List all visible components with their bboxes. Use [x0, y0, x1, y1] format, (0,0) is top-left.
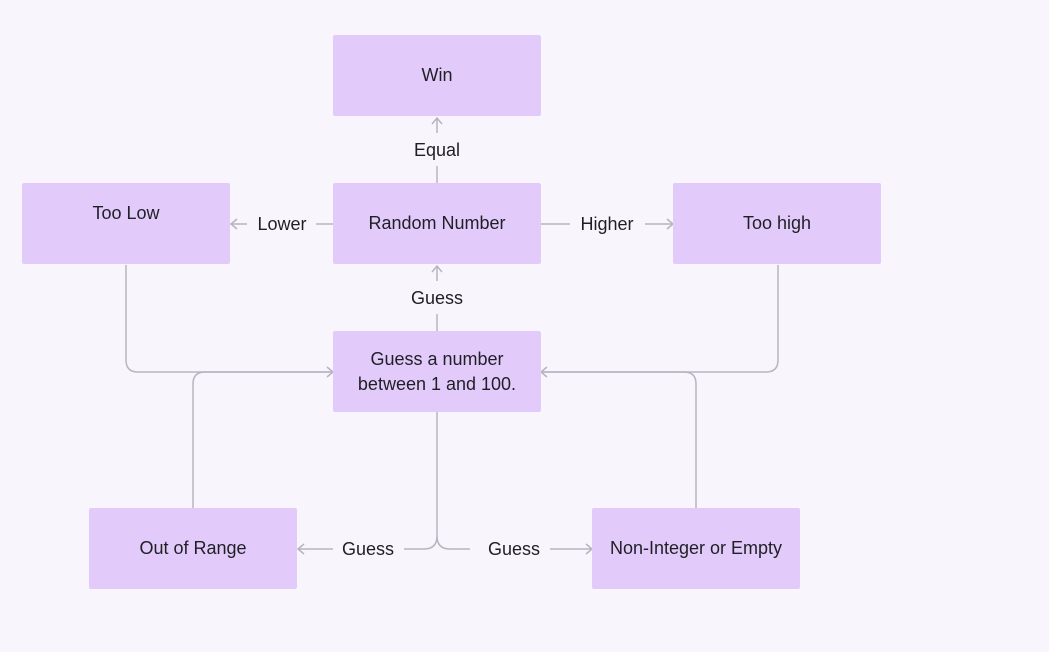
connector-too-high-return [541, 265, 779, 373]
connector-non-integer-return [541, 371, 697, 508]
edge-label-equal: Equal [409, 141, 465, 159]
edge-label-guess-left: Guess [337, 540, 399, 558]
node-non-integer: Non-Integer or Empty [592, 508, 800, 589]
arrowhead-to-out-of-range [296, 543, 305, 555]
arrowhead-to-random-number [431, 264, 443, 273]
node-too-low: Too Low [22, 183, 230, 264]
connector-out-of-range-return [192, 371, 333, 508]
node-too-high: Too high [673, 183, 881, 264]
node-guess-prompt: Guess a number between 1 and 100. [333, 331, 541, 412]
node-win: Win [333, 35, 541, 116]
edge-label-guess-right: Guess [483, 540, 545, 558]
node-out-of-range: Out of Range [89, 508, 297, 589]
connector-guess-split [404, 412, 470, 550]
arrowhead-to-win [431, 116, 443, 125]
edge-label-guess-up: Guess [406, 289, 468, 307]
edge-label-lower: Lower [253, 215, 311, 233]
edge-label-higher: Higher [576, 215, 638, 233]
arrowhead-to-too-low [229, 218, 238, 230]
connector-too-low-return [125, 265, 333, 373]
node-random-number: Random Number [333, 183, 541, 264]
